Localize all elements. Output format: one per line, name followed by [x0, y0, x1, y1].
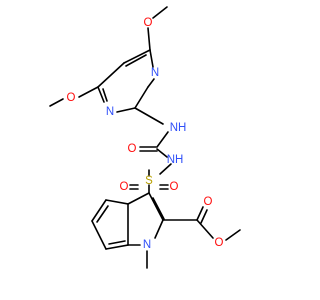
bond — [96, 205, 109, 223]
bond — [116, 107, 136, 113]
bond — [105, 244, 129, 250]
atom-label-o: O — [215, 237, 224, 249]
bond — [49, 98, 64, 107]
bond — [97, 62, 125, 88]
bond — [125, 54, 147, 67]
bond — [134, 86, 149, 109]
bond — [149, 49, 154, 68]
bond — [127, 192, 150, 205]
bond — [123, 49, 151, 64]
bond — [134, 107, 164, 125]
atom-label-o: O — [144, 17, 153, 29]
bond — [91, 220, 107, 250]
bond — [91, 199, 107, 222]
atom-label-nh: NH — [167, 154, 184, 166]
molecule-diagram: O O N N NH O NH S O O O O N — [49, 6, 241, 269]
atom-label-o: O — [120, 181, 129, 193]
bond — [97, 86, 105, 103]
atom-label-o: O — [67, 92, 76, 104]
atom-label-o: O — [204, 196, 213, 208]
bond — [78, 86, 99, 98]
atom-label-n: N — [106, 106, 114, 118]
bond — [154, 219, 164, 239]
bond — [152, 197, 165, 220]
bond — [147, 78, 155, 88]
structure-drawing: O O N N NH O NH S O O O O N — [49, 6, 241, 269]
bond — [159, 163, 172, 175]
atom-label-s: S — [145, 175, 153, 187]
atom-label-n: N — [143, 239, 151, 251]
bond — [156, 148, 168, 158]
bond — [200, 209, 208, 224]
bond — [102, 88, 108, 102]
atom-label-o: O — [170, 181, 179, 193]
bond — [105, 199, 129, 205]
atom-label-o: O — [128, 143, 137, 155]
bond — [147, 27, 151, 51]
atom-label-nh: NH — [170, 122, 187, 134]
bonds — [49, 6, 241, 269]
bond — [156, 131, 169, 148]
atom-label-n: N — [151, 67, 159, 79]
bond — [196, 219, 214, 239]
bond — [196, 206, 204, 221]
bond — [225, 229, 241, 241]
bond — [108, 240, 126, 245]
bond — [148, 192, 164, 221]
atom-labels: O O N N NH O NH S O O O O N — [67, 17, 224, 251]
bond — [152, 6, 168, 19]
